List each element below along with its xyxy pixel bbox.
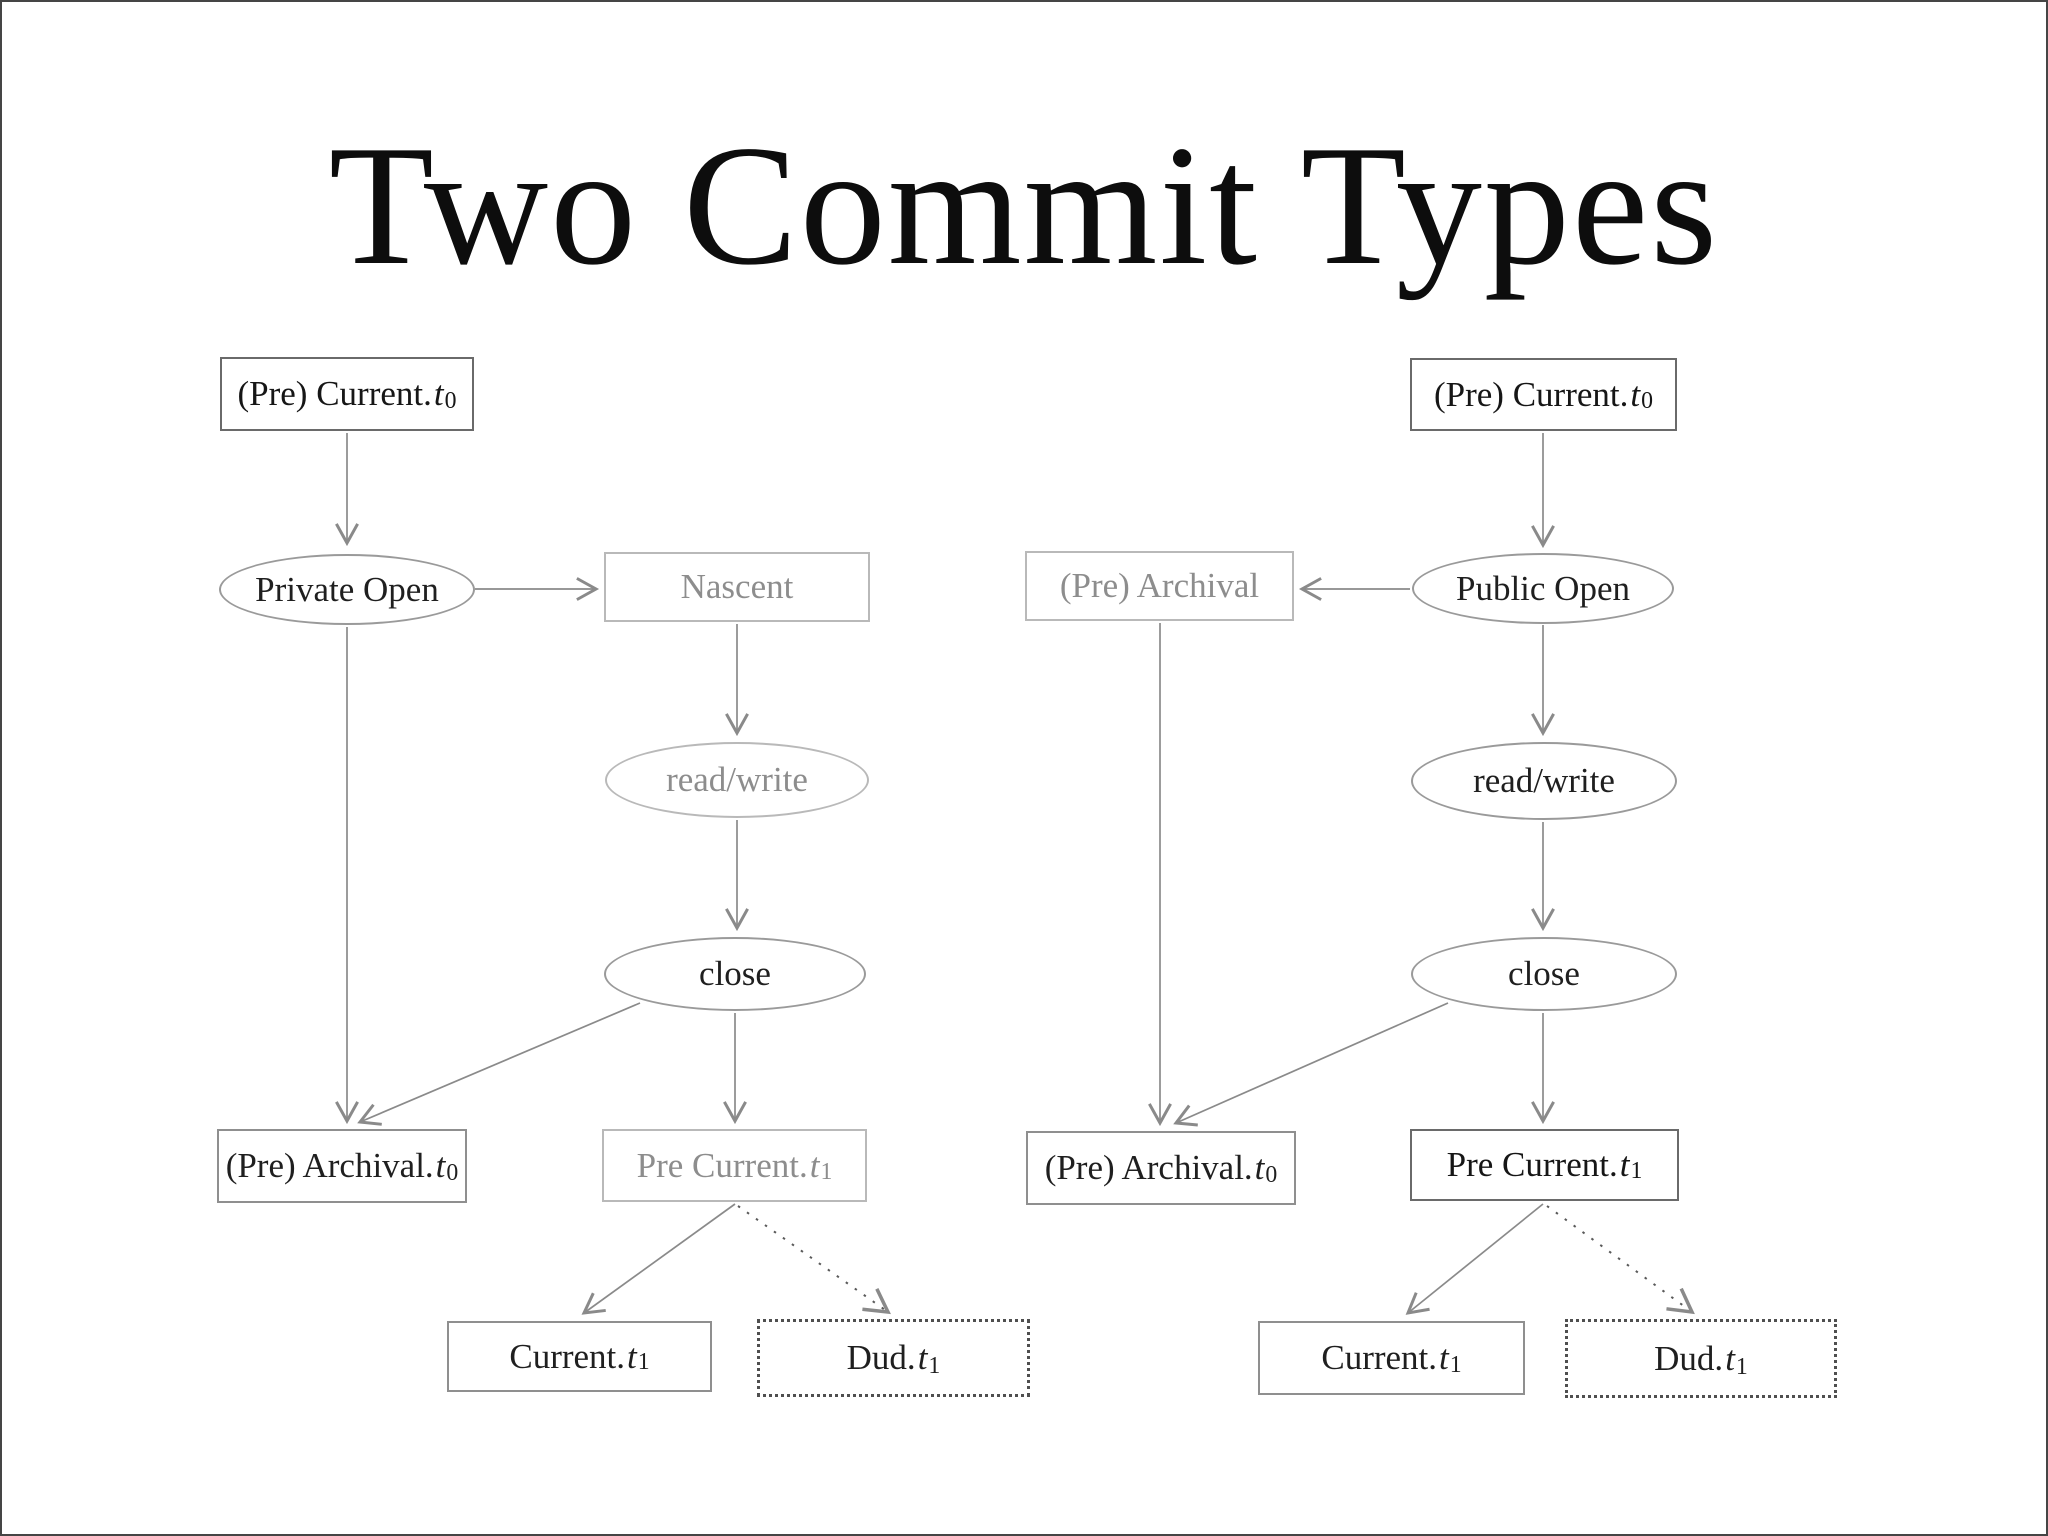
- node-label: (Pre) Archival: [1059, 566, 1260, 605]
- node-label: (Pre) Current.: [1433, 374, 1629, 414]
- node-label-var: t: [627, 1336, 637, 1376]
- node-label: Pre Current.: [636, 1145, 808, 1185]
- node-public-open: Public Open: [1412, 553, 1674, 624]
- node-label-var: t: [1725, 1338, 1735, 1378]
- node-label: Current.: [509, 1336, 626, 1376]
- node-label: (Pre) Current.: [237, 374, 432, 413]
- node-label-sub: 0: [1265, 1162, 1278, 1188]
- node-label-sub: 1: [637, 1349, 650, 1375]
- node-label-sub: 0: [1641, 388, 1654, 414]
- arrow-close-to-prearchival0: [1173, 1002, 1449, 1127]
- node-label: Dud.: [1654, 1338, 1724, 1378]
- node-label-sub: 1: [928, 1353, 941, 1379]
- node-label: read/write: [666, 760, 808, 799]
- node-private-open: Private Open: [219, 554, 475, 625]
- node-read-write-right: read/write: [1411, 742, 1677, 820]
- node-label-var: t: [1254, 1148, 1265, 1187]
- arrow-precurrent1-to-current1: [581, 1203, 736, 1315]
- node-label-var: t: [433, 374, 444, 413]
- node-label-sub: 0: [444, 388, 457, 414]
- node-close-left: close: [604, 937, 866, 1011]
- node-label-sub: 1: [1735, 1354, 1748, 1380]
- node-label: Nascent: [680, 567, 794, 606]
- node-label-var: t: [1630, 374, 1641, 414]
- node-label-sub: 1: [820, 1159, 833, 1185]
- node-label-sub: 1: [1449, 1352, 1462, 1378]
- node-label: Public Open: [1455, 568, 1630, 608]
- node-label: Pre Current.: [1446, 1145, 1618, 1184]
- node-label-var: t: [917, 1338, 928, 1377]
- node-label-sub: 1: [1630, 1158, 1643, 1184]
- arrow-precurrent1-to-dud1-dotted: [737, 1205, 891, 1315]
- node-label: Current.: [1321, 1338, 1438, 1377]
- node-label-var: t: [809, 1145, 820, 1185]
- arrow-close-to-prearchival0: [357, 1002, 641, 1126]
- node-label: (Pre) Archival.: [225, 1146, 434, 1185]
- node-label-sub: 0: [446, 1160, 459, 1186]
- arrow-precurrent1-to-dud1-dotted: [1546, 1205, 1695, 1315]
- page-title: Two Commit Types: [328, 111, 1720, 301]
- node-close-right: close: [1411, 937, 1677, 1011]
- node-label-var: t: [435, 1146, 446, 1185]
- node-label-var: t: [1619, 1145, 1630, 1184]
- node-label: Private Open: [255, 569, 439, 609]
- node-label-var: t: [1439, 1338, 1449, 1377]
- node-pre-archival-right: (Pre) Archival: [1025, 551, 1294, 621]
- node-label: (Pre) Archival.: [1044, 1148, 1253, 1187]
- node-label: Dud.: [846, 1338, 916, 1377]
- node-read-write-left: read/write: [605, 742, 869, 818]
- node-label: read/write: [1473, 761, 1615, 800]
- arrow-precurrent1-to-current1: [1405, 1203, 1544, 1315]
- node-label: close: [699, 954, 771, 993]
- node-nascent: Nascent: [604, 552, 870, 622]
- node-label: close: [1508, 954, 1580, 993]
